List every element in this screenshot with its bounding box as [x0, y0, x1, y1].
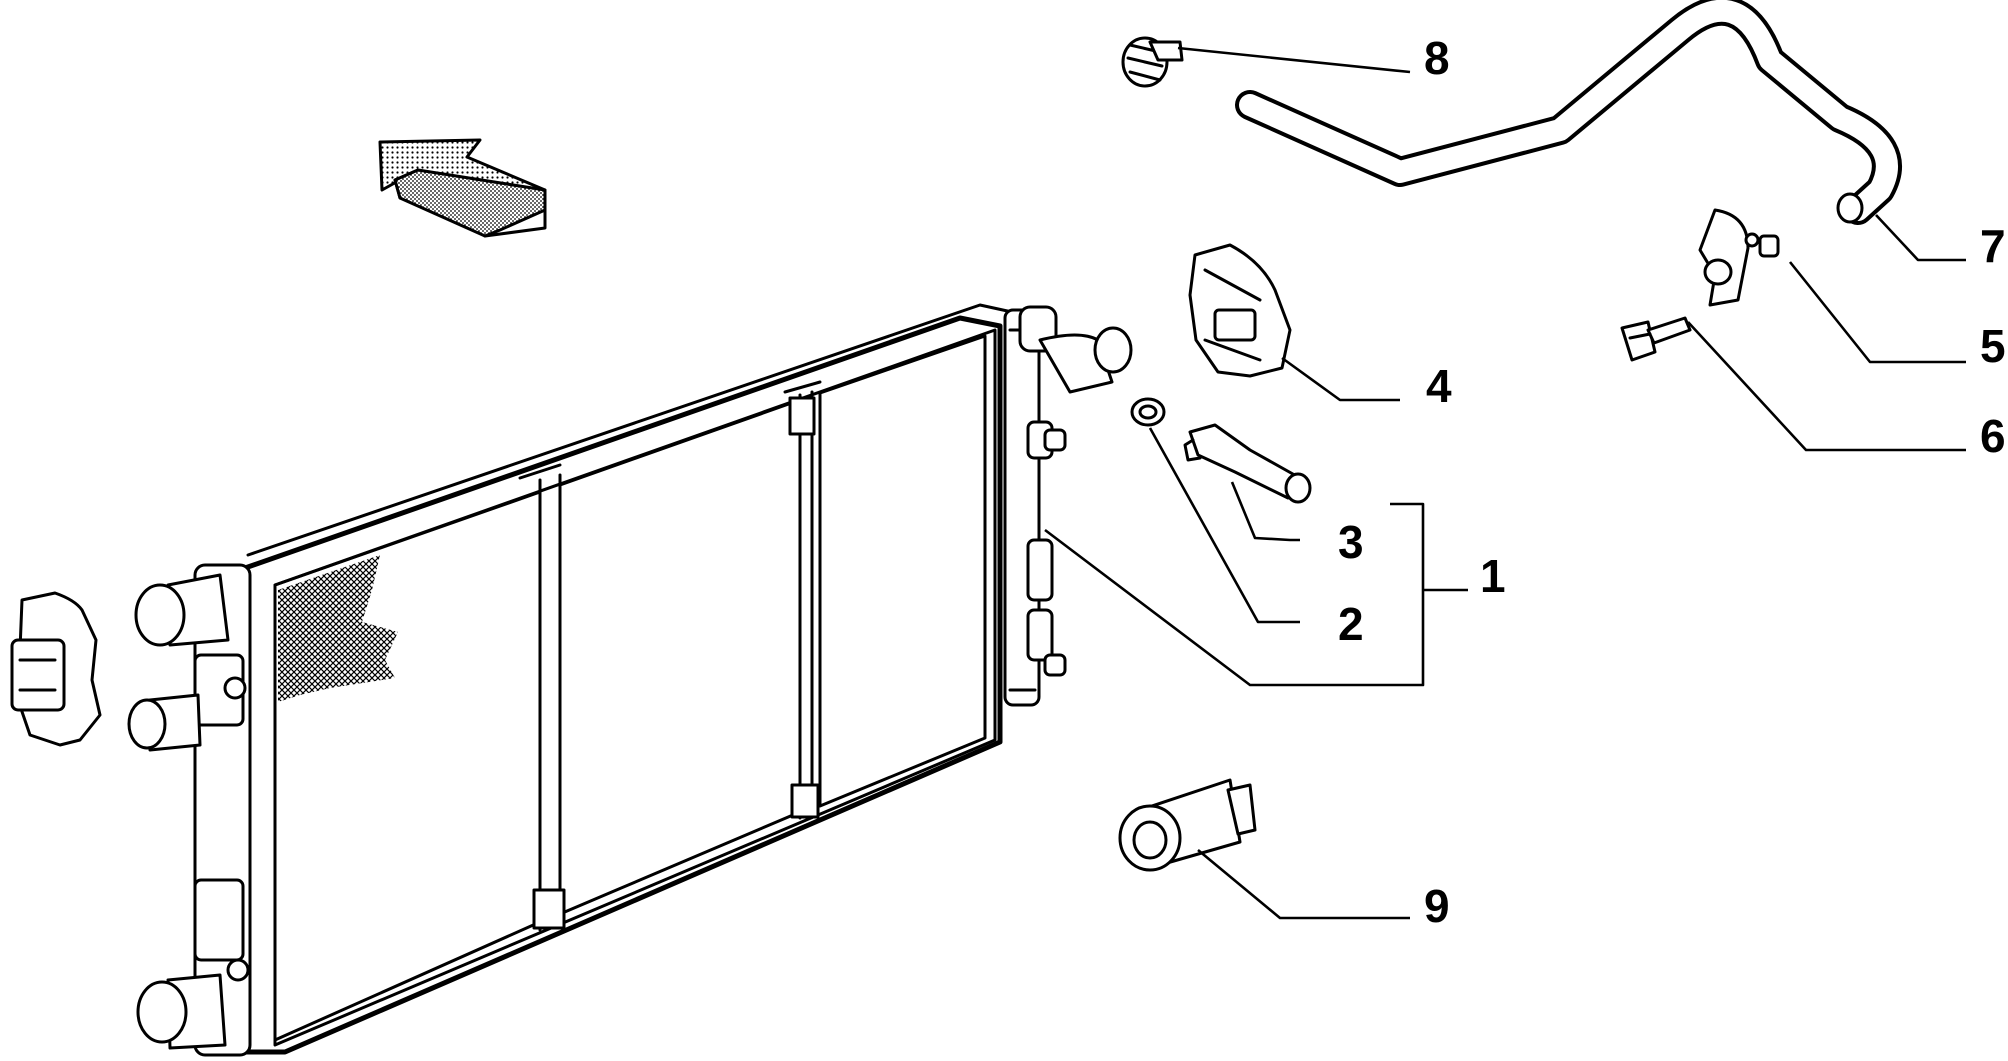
direction-arrow-icon — [378, 138, 547, 238]
radiator — [127, 303, 1133, 1057]
callout-5: 5 — [1980, 320, 2006, 372]
callout-labels: 1 2 3 4 5 6 7 8 9 — [1338, 32, 2006, 932]
part-6-screw — [1620, 316, 1692, 362]
part-8-clamp — [1121, 36, 1184, 88]
right-tank — [1003, 305, 1133, 707]
callout-8: 8 — [1424, 32, 1450, 84]
fan-relay-icon — [10, 591, 102, 747]
left-tank — [127, 563, 252, 1057]
part-4-fan-relay — [1188, 243, 1292, 378]
part-5-bracket — [1698, 208, 1780, 307]
part-9-thermal-switch — [1118, 778, 1257, 872]
part-2-washer — [1130, 397, 1166, 427]
callout-1: 1 — [1480, 550, 1506, 602]
callout-7: 7 — [1980, 220, 2006, 272]
callout-9: 9 — [1424, 880, 1450, 932]
part-3-sensor — [1183, 423, 1312, 504]
callout-4: 4 — [1426, 360, 1452, 412]
callout-2: 2 — [1338, 598, 1364, 650]
leader-lines — [1044, 46, 1966, 920]
callout-6: 6 — [1980, 410, 2006, 462]
part-7-hose — [1235, 0, 1902, 225]
callout-3: 3 — [1338, 516, 1364, 568]
